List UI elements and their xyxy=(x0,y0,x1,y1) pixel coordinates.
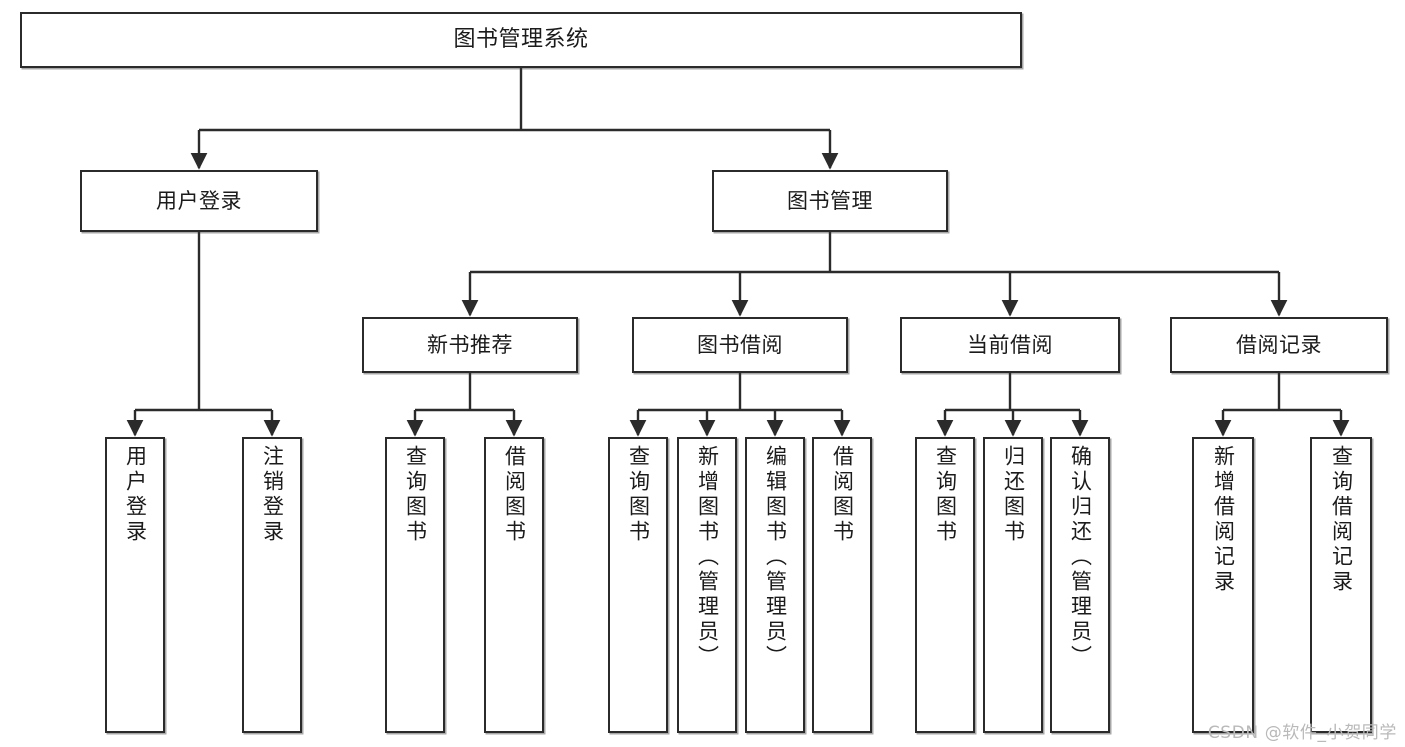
node-leaf-add-book[interactable]: 新增图书（管理员） xyxy=(677,437,737,733)
node-leaf-logout-login[interactable]: 注销登录 xyxy=(242,437,302,733)
node-label: 查询借阅记录 xyxy=(1329,445,1354,595)
node-root-system[interactable]: 图书管理系统 xyxy=(20,12,1022,68)
node-label: 借阅记录 xyxy=(1236,332,1322,357)
node-label: 图书管理系统 xyxy=(453,27,589,53)
node-book-borrow[interactable]: 图书借阅 xyxy=(632,317,848,373)
node-label: 当前借阅 xyxy=(967,332,1053,357)
node-label: 借阅图书 xyxy=(830,445,855,545)
node-leaf-add-record[interactable]: 新增借阅记录 xyxy=(1192,437,1254,733)
node-leaf-query-book-3[interactable]: 查询图书 xyxy=(915,437,975,733)
node-label: 图书管理 xyxy=(787,188,873,213)
node-label: 借阅图书 xyxy=(502,445,527,545)
node-label: 查询图书 xyxy=(933,445,958,545)
node-label: 查询图书 xyxy=(626,445,651,545)
node-leaf-query-book-1[interactable]: 查询图书 xyxy=(385,437,445,733)
node-label: 新书推荐 xyxy=(427,332,513,357)
node-label: 查询图书 xyxy=(403,445,428,545)
node-label: 新增图书（管理员） xyxy=(695,445,720,670)
node-label: 新增借阅记录 xyxy=(1211,445,1236,595)
node-user-login[interactable]: 用户登录 xyxy=(80,170,318,232)
node-label: 归还图书 xyxy=(1001,445,1026,545)
node-label: 确认归还（管理员） xyxy=(1068,445,1093,670)
node-leaf-query-book-2[interactable]: 查询图书 xyxy=(608,437,668,733)
node-new-book-recommend[interactable]: 新书推荐 xyxy=(362,317,578,373)
node-leaf-user-login[interactable]: 用户登录 xyxy=(105,437,165,733)
node-leaf-edit-book[interactable]: 编辑图书（管理员） xyxy=(745,437,805,733)
node-leaf-return-book[interactable]: 归还图书 xyxy=(983,437,1043,733)
node-current-borrow[interactable]: 当前借阅 xyxy=(900,317,1120,373)
node-label: 用户登录 xyxy=(156,188,242,213)
node-borrow-record[interactable]: 借阅记录 xyxy=(1170,317,1388,373)
node-leaf-borrow-book-1[interactable]: 借阅图书 xyxy=(484,437,544,733)
node-label: 注销登录 xyxy=(260,445,285,545)
node-leaf-query-record[interactable]: 查询借阅记录 xyxy=(1310,437,1372,733)
node-label: 编辑图书（管理员） xyxy=(763,445,788,670)
node-label: 用户登录 xyxy=(123,445,148,545)
node-leaf-borrow-book-2[interactable]: 借阅图书 xyxy=(812,437,872,733)
node-label: 图书借阅 xyxy=(697,332,783,357)
node-leaf-confirm-return[interactable]: 确认归还（管理员） xyxy=(1050,437,1110,733)
watermark-text: CSDN @软件_小贺同学 xyxy=(1207,723,1397,743)
node-book-manage[interactable]: 图书管理 xyxy=(712,170,948,232)
